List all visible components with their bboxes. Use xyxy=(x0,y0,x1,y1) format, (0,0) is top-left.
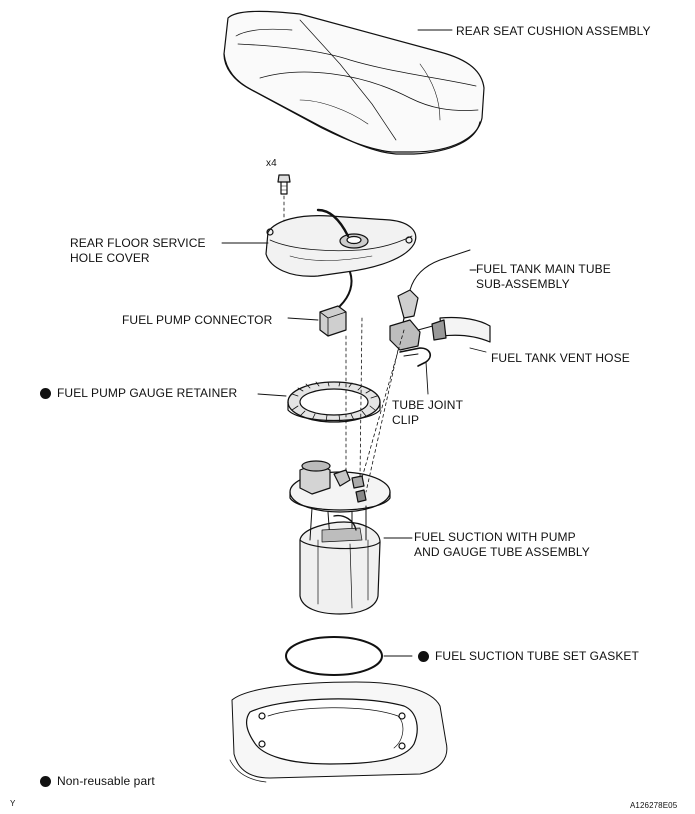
label-fuel-suction-tube-set-gasket: FUEL SUCTION TUBE SET GASKET xyxy=(418,649,639,664)
label-fuel-pump-connector: FUEL PUMP CONNECTOR xyxy=(122,313,273,327)
label-fuel-suction-assembly: FUEL SUCTION WITH PUMP AND GAUGE TUBE AS… xyxy=(414,530,590,560)
figure-code: A126278E05 xyxy=(630,801,678,810)
assembly-guide-lines xyxy=(345,317,405,493)
rear-seat-cushion-drawing xyxy=(223,10,485,155)
label-bolt-qty: x4 xyxy=(266,158,277,169)
legend-non-reusable-text: Non-reusable part xyxy=(57,774,155,788)
leader-lines xyxy=(221,29,477,271)
label-rear-seat-cushion: REAR SEAT CUSHION ASSEMBLY xyxy=(456,24,651,38)
tube-joint-clip-drawing xyxy=(399,347,432,395)
set-gasket-drawing xyxy=(285,636,413,676)
fuel-tank-main-tube-drawing xyxy=(397,249,471,329)
fuel-suction-assembly-drawing xyxy=(289,460,413,615)
fuel-tank-vent-hose-drawing xyxy=(389,316,491,353)
label-fuel-tank-main-tube: FUEL TANK MAIN TUBE SUB-ASSEMBLY xyxy=(476,262,611,292)
label-main-tube-line-2: SUB-ASSEMBLY xyxy=(476,277,570,291)
label-set-gasket-text: FUEL SUCTION TUBE SET GASKET xyxy=(435,649,639,663)
label-fuel-pump-gauge-retainer: FUEL PUMP GAUGE RETAINER xyxy=(40,386,237,401)
legend-non-reusable: Non-reusable part xyxy=(40,774,155,789)
label-main-tube-line-1: FUEL TANK MAIN TUBE xyxy=(476,262,611,276)
fuel-tank-top-drawing xyxy=(229,681,448,783)
label-rear-floor-service-hole-cover: REAR FLOOR SERVICE HOLE COVER xyxy=(70,236,206,266)
legend-bullet-icon xyxy=(40,776,51,787)
non-reusable-bullet-icon xyxy=(418,651,429,662)
label-suction-line-2: AND GAUGE TUBE ASSEMBLY xyxy=(414,545,590,559)
label-tube-joint-line-1: TUBE JOINT xyxy=(392,398,464,412)
label-rear-floor-line-1: REAR FLOOR SERVICE xyxy=(70,236,206,250)
fuel-pump-connector-drawing xyxy=(287,305,347,337)
label-rear-floor-line-2: HOLE COVER xyxy=(70,251,150,265)
label-gauge-retainer-text: FUEL PUMP GAUGE RETAINER xyxy=(57,386,238,400)
label-tube-joint-line-2: CLIP xyxy=(392,413,420,427)
fuel-pump-gauge-retainer-drawing xyxy=(257,381,381,423)
label-tube-joint-clip: TUBE JOINT CLIP xyxy=(392,398,463,428)
non-reusable-bullet-icon xyxy=(40,388,51,399)
label-suction-line-1: FUEL SUCTION WITH PUMP xyxy=(414,530,576,544)
rear-floor-service-hole-cover-drawing xyxy=(265,208,417,307)
corner-mark: Y xyxy=(10,799,16,808)
label-fuel-tank-vent-hose: FUEL TANK VENT HOSE xyxy=(491,351,630,365)
bolt-drawing xyxy=(277,174,291,225)
